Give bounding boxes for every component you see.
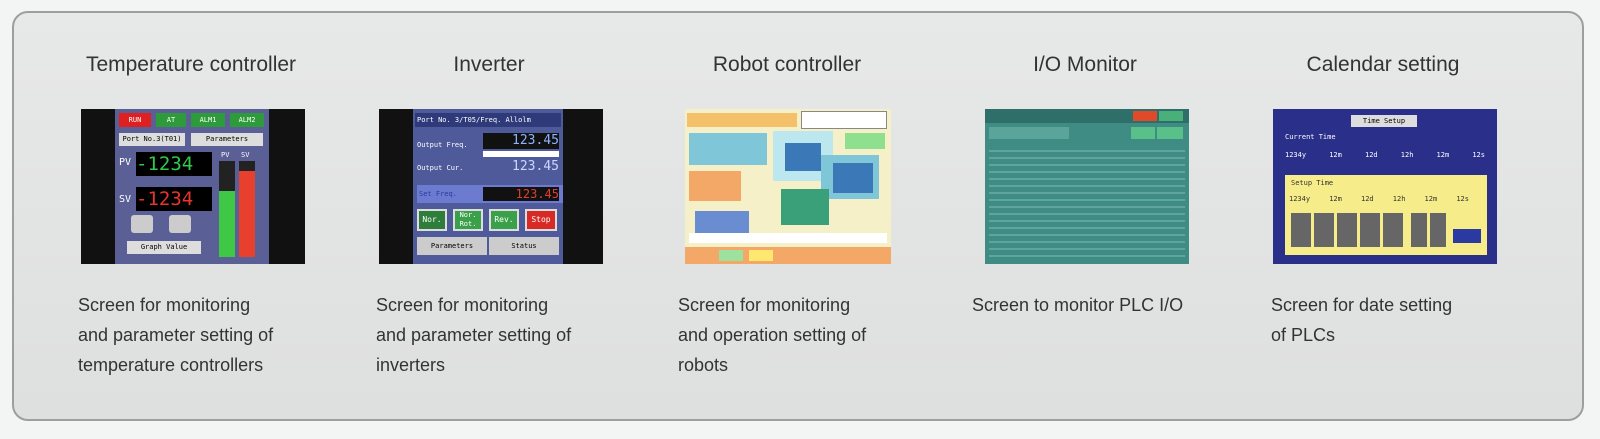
at-indicator: AT bbox=[156, 113, 186, 127]
card-description: Screen for date setting of PLCs bbox=[1271, 295, 1453, 345]
feature-panel: Temperature controller RUN AT ALM1 ALM2 … bbox=[12, 11, 1584, 421]
up-button[interactable] bbox=[169, 215, 191, 233]
card-description: Screen for monitoring and operation sett… bbox=[678, 295, 867, 375]
sv-label: SV bbox=[119, 194, 132, 205]
output-cur-label: Output Cur. bbox=[417, 164, 464, 172]
graph-value-button[interactable]: Graph Value bbox=[127, 241, 201, 254]
keypad-controls[interactable] bbox=[1411, 213, 1447, 247]
bar-pv-label: PV bbox=[221, 151, 230, 159]
status-button[interactable]: Status bbox=[489, 237, 559, 255]
card-title: Robot controller bbox=[712, 53, 862, 76]
nor-rot-button[interactable]: Nor. Rot. bbox=[453, 209, 483, 231]
pv-label: PV bbox=[119, 157, 132, 168]
rev-button[interactable]: Rev. bbox=[489, 209, 519, 231]
output-freq-label: Output Freq. bbox=[417, 141, 468, 149]
setup-time-label: Setup Time bbox=[1291, 179, 1334, 187]
alm1-indicator: ALM1 bbox=[191, 113, 225, 127]
date-keypad[interactable] bbox=[1291, 213, 1405, 247]
nor-button[interactable]: Nor. bbox=[417, 209, 447, 231]
stop-button[interactable]: Stop bbox=[525, 209, 557, 231]
sv-bar bbox=[239, 171, 255, 257]
alm2-indicator: ALM2 bbox=[230, 113, 264, 127]
io-monitor-screen bbox=[985, 109, 1189, 264]
card-title: Calendar setting bbox=[1306, 53, 1460, 76]
output-freq-display: 123.45 bbox=[483, 133, 559, 149]
port-label: Port No.3(T01) bbox=[119, 133, 185, 146]
card-title: Inverter bbox=[453, 53, 525, 76]
inverter-screen: Port No. 3/T05/Freq. Allolm Output Freq.… bbox=[379, 109, 603, 264]
card-description: Screen for monitoring and parameter sett… bbox=[78, 295, 274, 375]
parameters-button[interactable]: Parameters bbox=[191, 133, 263, 146]
time-setup-header: Time Setup bbox=[1351, 115, 1417, 127]
card-title: I/O Monitor bbox=[1033, 53, 1137, 76]
pv-bar bbox=[219, 191, 235, 257]
inverter-header: Port No. 3/T05/Freq. Allolm bbox=[415, 113, 561, 127]
bar-sv-label: SV bbox=[241, 151, 250, 159]
set-button[interactable] bbox=[1453, 229, 1481, 243]
output-cur-display: 123.45 bbox=[512, 159, 559, 174]
current-time-label: Current Time bbox=[1285, 133, 1336, 141]
robot-controller-screen bbox=[685, 109, 891, 264]
sv-display: -1234 bbox=[136, 187, 212, 211]
parameters-button[interactable]: Parameters bbox=[417, 237, 487, 255]
run-indicator: RUN bbox=[119, 113, 151, 127]
pv-display: -1234 bbox=[136, 152, 212, 176]
set-freq-display: 123.45 bbox=[483, 187, 559, 201]
temperature-controller-screen: RUN AT ALM1 ALM2 Port No.3(T01) Paramete… bbox=[81, 109, 305, 264]
card-title: Temperature controller bbox=[85, 53, 297, 76]
down-button[interactable] bbox=[131, 215, 153, 233]
card-description: Screen for monitoring and parameter sett… bbox=[376, 295, 572, 375]
card-description: Screen to monitor PLC I/O bbox=[972, 295, 1184, 315]
